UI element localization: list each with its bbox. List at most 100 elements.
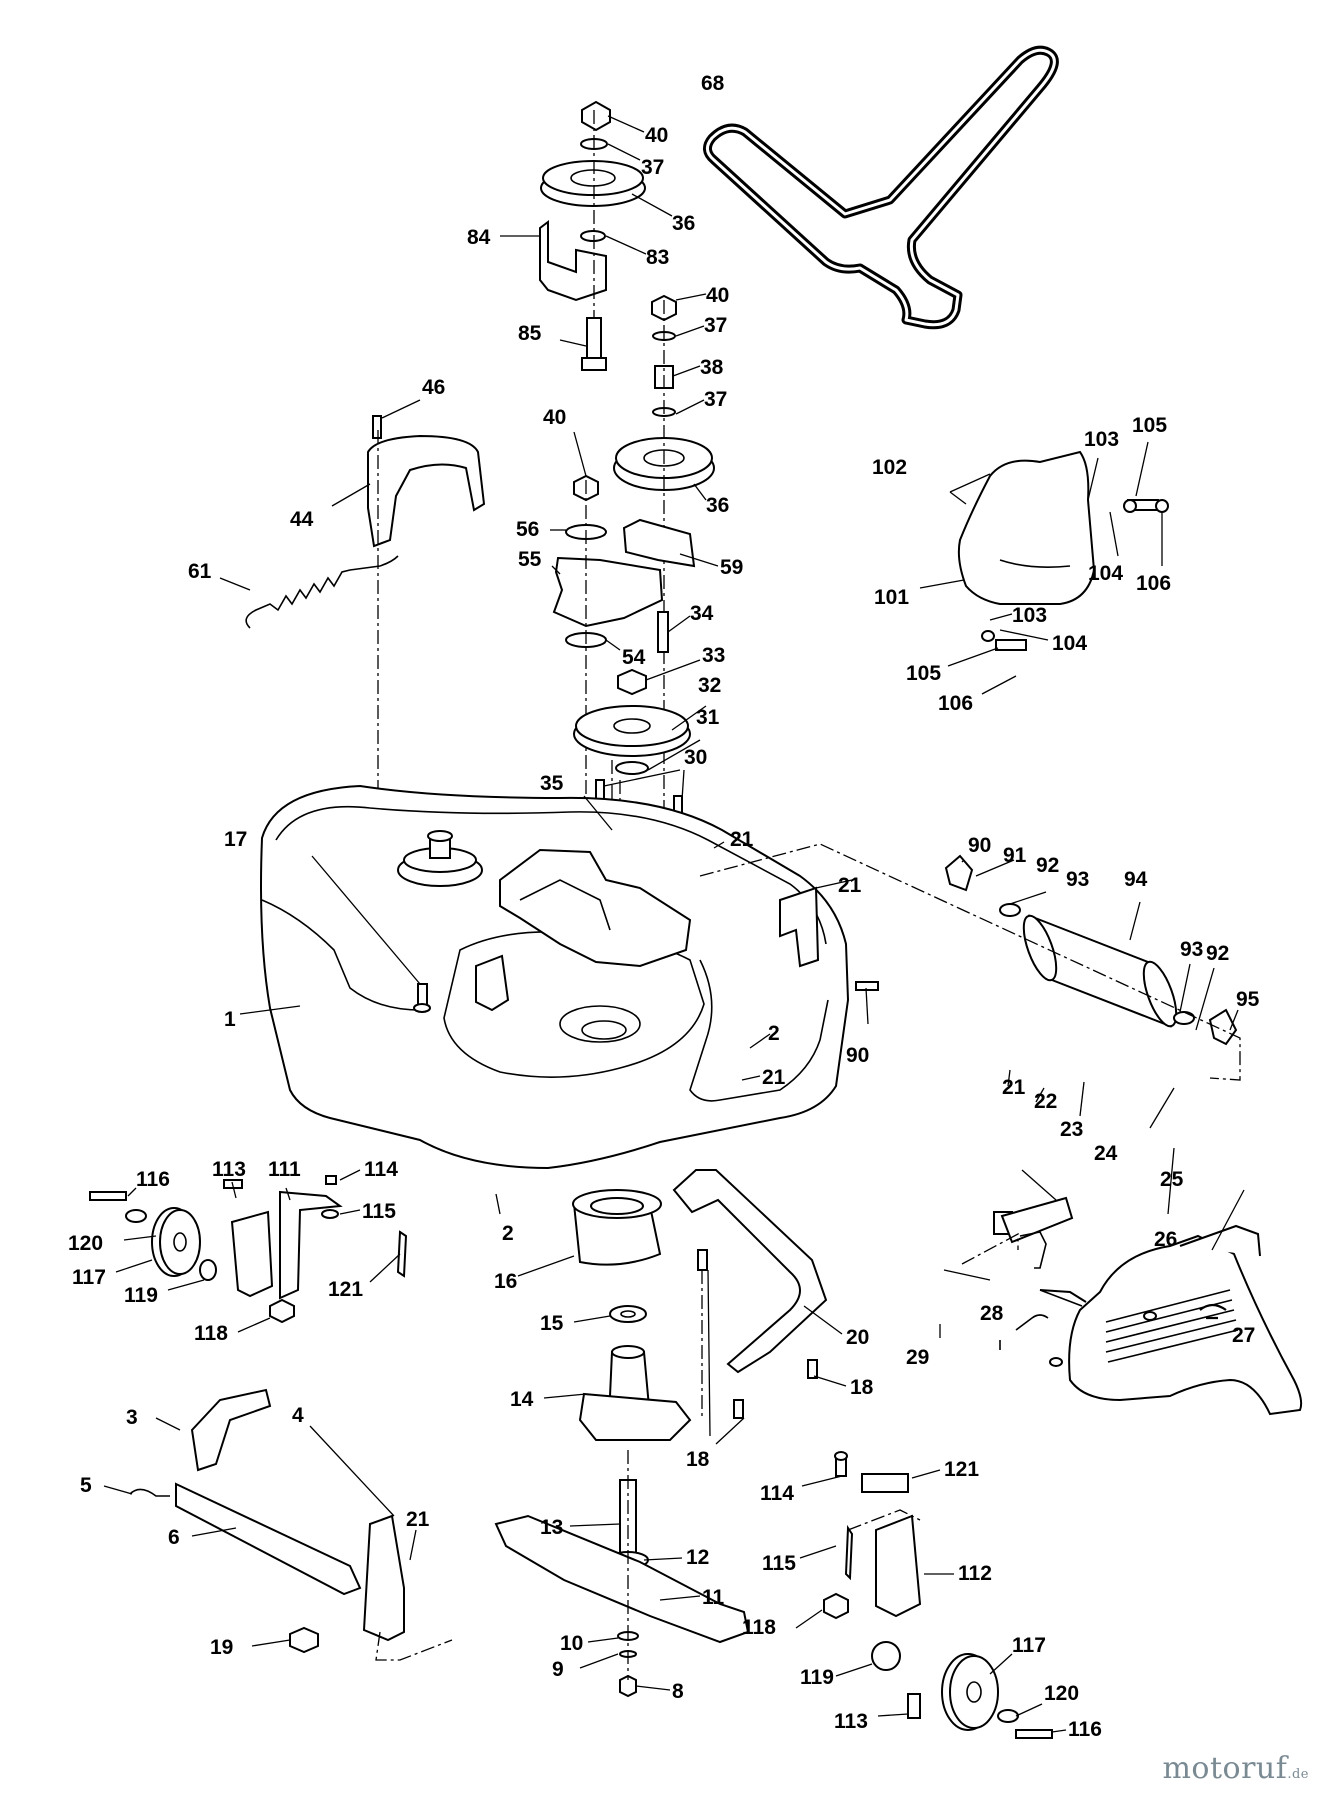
callout-label: 37 xyxy=(704,388,727,411)
callout-label: 83 xyxy=(646,246,669,269)
callout-label: 44 xyxy=(290,508,314,531)
watermark: motoruf.de xyxy=(1162,1751,1309,1786)
callout-label: 19 xyxy=(210,1636,233,1659)
spring-part xyxy=(245,555,399,629)
callout-label: 113 xyxy=(212,1158,246,1181)
callout-label: 14 xyxy=(510,1388,534,1411)
callout-label: 90 xyxy=(968,834,991,857)
callout-label: 32 xyxy=(698,674,721,697)
callout-label: 21 xyxy=(762,1066,786,1089)
callout-label: 37 xyxy=(641,156,664,179)
belt-part xyxy=(703,45,1059,330)
callout-label: 92 xyxy=(1206,942,1229,965)
right-wheel-assembly xyxy=(823,1451,1053,1739)
callout-label: 120 xyxy=(1044,1682,1079,1705)
watermark-name: motoruf xyxy=(1162,1751,1288,1786)
callout-label: 85 xyxy=(518,322,542,345)
leader-lines xyxy=(103,115,1245,1733)
callout-label: 92 xyxy=(1036,854,1059,877)
callout-label: 16 xyxy=(494,1270,517,1293)
callout-label: 25 xyxy=(1160,1168,1184,1191)
callout-label: 112 xyxy=(958,1562,992,1585)
callout-label: 46 xyxy=(422,376,445,399)
callout-label: 26 xyxy=(1154,1228,1177,1251)
callout-label: 103 xyxy=(1084,428,1119,451)
callout-label: 18 xyxy=(686,1448,710,1471)
callout-label: 120 xyxy=(68,1232,103,1255)
callout-label: 117 xyxy=(1012,1634,1046,1657)
callout-label: 113 xyxy=(834,1710,868,1733)
callout-label: 27 xyxy=(1232,1324,1255,1347)
spindle-assembly xyxy=(494,1189,750,1698)
idler-arm-stack xyxy=(552,474,696,1000)
callout-label: 117 xyxy=(72,1266,106,1289)
callout-label: 31 xyxy=(696,706,720,729)
idler-stack-second xyxy=(613,294,715,900)
callout-label: 40 xyxy=(543,406,566,429)
callout-label: 4 xyxy=(292,1404,304,1427)
callout-label: 21 xyxy=(838,874,862,897)
callout-label: 116 xyxy=(136,1168,170,1191)
callout-label: 21 xyxy=(730,828,754,851)
left-wheel-assembly xyxy=(89,1175,408,1324)
callout-label: 104 xyxy=(1088,562,1123,585)
callout-label: 105 xyxy=(906,662,941,685)
callout-label: 9 xyxy=(552,1658,564,1681)
callout-label: 36 xyxy=(672,212,695,235)
callout-label: 17 xyxy=(224,828,247,851)
callout-label: 91 xyxy=(1003,844,1027,867)
callout-label: 119 xyxy=(800,1666,834,1689)
callout-label: 121 xyxy=(944,1458,979,1481)
callout-label: 40 xyxy=(706,284,729,307)
callout-label: 30 xyxy=(684,746,707,769)
callout-label: 28 xyxy=(980,1302,1004,1325)
callout-label: 93 xyxy=(1180,938,1203,961)
hanger-part xyxy=(672,1169,828,1420)
callout-label: 106 xyxy=(1136,572,1171,595)
callout-label: 29 xyxy=(906,1346,929,1369)
callout-label: 2 xyxy=(502,1222,514,1245)
callout-label: 121 xyxy=(328,1278,363,1301)
callout-label: 35 xyxy=(540,772,564,795)
callout-label: 10 xyxy=(560,1632,583,1655)
callout-label: 36 xyxy=(706,494,729,517)
callout-label: 54 xyxy=(622,646,646,669)
callout-label: 90 xyxy=(846,1044,869,1067)
callout-label: 3 xyxy=(126,1406,138,1429)
callout-label: 111 xyxy=(268,1158,301,1181)
callout-label: 11 xyxy=(702,1586,725,1609)
callout-label: 105 xyxy=(1132,414,1167,437)
callout-label: 95 xyxy=(1236,988,1260,1011)
callout-label: 119 xyxy=(124,1284,158,1307)
baffle-part xyxy=(957,450,1169,651)
callout-label: 5 xyxy=(80,1474,92,1497)
callout-label: 114 xyxy=(364,1158,398,1181)
callout-label: 93 xyxy=(1066,868,1089,891)
callout-label: 118 xyxy=(194,1322,228,1345)
callout-label: 118 xyxy=(742,1616,776,1639)
callout-label: 59 xyxy=(720,556,743,579)
callout-label: 56 xyxy=(516,518,539,541)
callout-label: 23 xyxy=(1060,1118,1083,1141)
callout-label: 20 xyxy=(846,1326,869,1349)
callout-label: 40 xyxy=(645,124,668,147)
callout-label: 61 xyxy=(188,560,212,583)
callout-label: 12 xyxy=(686,1546,709,1569)
callout-label: 22 xyxy=(1034,1090,1057,1113)
callout-labels: 68 40 37 36 84 83 40 37 85 38 37 46 40 3… xyxy=(68,72,1260,1741)
mower-deck-part xyxy=(260,784,879,1170)
callout-label: 115 xyxy=(762,1552,796,1575)
callout-label: 21 xyxy=(406,1508,430,1531)
callout-label: 8 xyxy=(672,1680,684,1703)
callout-label: 103 xyxy=(1012,604,1047,627)
callout-label: 94 xyxy=(1124,868,1148,891)
callout-label: 55 xyxy=(518,548,542,571)
watermark-tld: .de xyxy=(1287,1767,1309,1782)
callout-label: 104 xyxy=(1052,632,1087,655)
left-linkage-assembly xyxy=(129,1388,453,1661)
callout-label: 33 xyxy=(702,644,725,667)
callout-label: 21 xyxy=(1002,1076,1026,1099)
callout-label: 38 xyxy=(700,356,724,379)
callout-label: 34 xyxy=(690,602,714,625)
